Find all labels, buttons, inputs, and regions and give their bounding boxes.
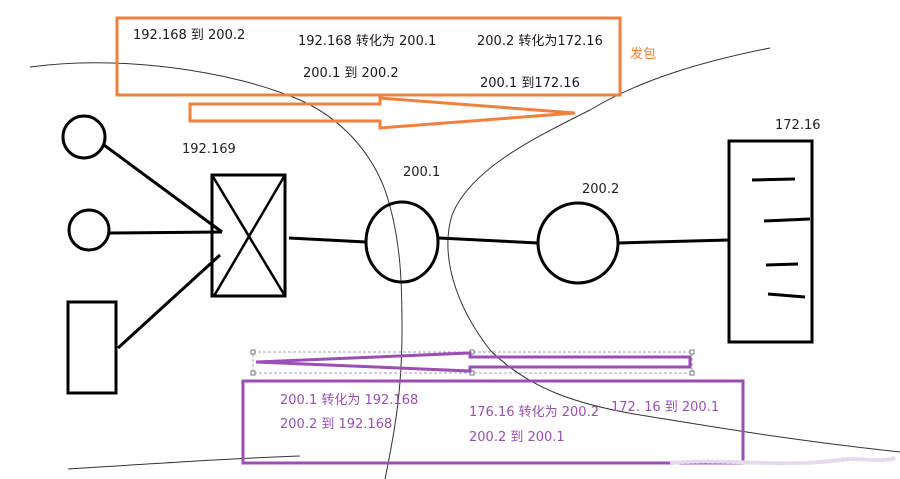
inbound-item: 200.1 转化为 192.168 xyxy=(280,393,418,408)
router-left-circle xyxy=(364,200,440,284)
boundary-line-bottom xyxy=(67,455,301,470)
selection-handle[interactable] xyxy=(250,370,256,376)
inbound-item: 176.16 转化为 200.2 xyxy=(469,405,599,420)
host-circle-middle xyxy=(67,208,111,252)
switch-box xyxy=(210,173,287,298)
server-slot xyxy=(765,262,799,267)
host-rect xyxy=(66,300,118,395)
boundary-curve-top xyxy=(29,62,403,479)
link-router-router xyxy=(438,236,539,245)
outbound-box xyxy=(115,16,622,97)
outbound-item: 192.168 到 200.2 xyxy=(133,28,245,43)
outbound-item: 200.1 到172.16 xyxy=(480,76,580,91)
outbound-arrow xyxy=(188,96,576,130)
router-right-circle xyxy=(536,201,620,285)
selection-handle[interactable] xyxy=(689,349,695,355)
link-host-top-switch xyxy=(103,143,223,234)
outbound-item: 200.2 转化为172.16 xyxy=(477,34,603,49)
inbound-arrow xyxy=(255,351,692,373)
selection-handle[interactable] xyxy=(469,370,475,376)
router-left-label: 200.1 xyxy=(403,165,440,180)
send-packet-label: 发包 xyxy=(630,46,656,62)
server-slot xyxy=(767,292,806,299)
faint-artifact xyxy=(670,456,897,466)
selection-handle[interactable] xyxy=(689,370,695,376)
server-slot xyxy=(751,177,796,182)
outbound-item: 192.168 转化为 200.1 xyxy=(298,34,436,49)
switch-label: 192.169 xyxy=(182,142,236,157)
inbound-item: 200.2 到 192.168 xyxy=(280,417,392,432)
server-label: 172.16 xyxy=(775,118,821,133)
host-circle-top xyxy=(61,114,107,160)
outbound-item: 200.1 到 200.2 xyxy=(303,66,399,81)
link-host-rect-switch xyxy=(116,253,222,350)
server-rack xyxy=(727,139,814,344)
inbound-item: 172. 16 到 200.1 xyxy=(611,400,719,415)
inbound-item: 200.2 到 200.1 xyxy=(469,430,565,445)
link-host-middle-switch xyxy=(109,230,223,235)
inbound-arrow-selection[interactable] xyxy=(252,351,693,374)
inbound-box xyxy=(241,379,745,465)
link-router-server xyxy=(617,238,730,245)
selection-handle[interactable] xyxy=(250,349,256,355)
router-right-label: 200.2 xyxy=(582,182,619,197)
server-slot xyxy=(763,217,811,223)
link-switch-router-200-1 xyxy=(288,236,367,244)
boundary-curve-right xyxy=(447,47,900,453)
switch-x-line-2 xyxy=(212,174,287,297)
